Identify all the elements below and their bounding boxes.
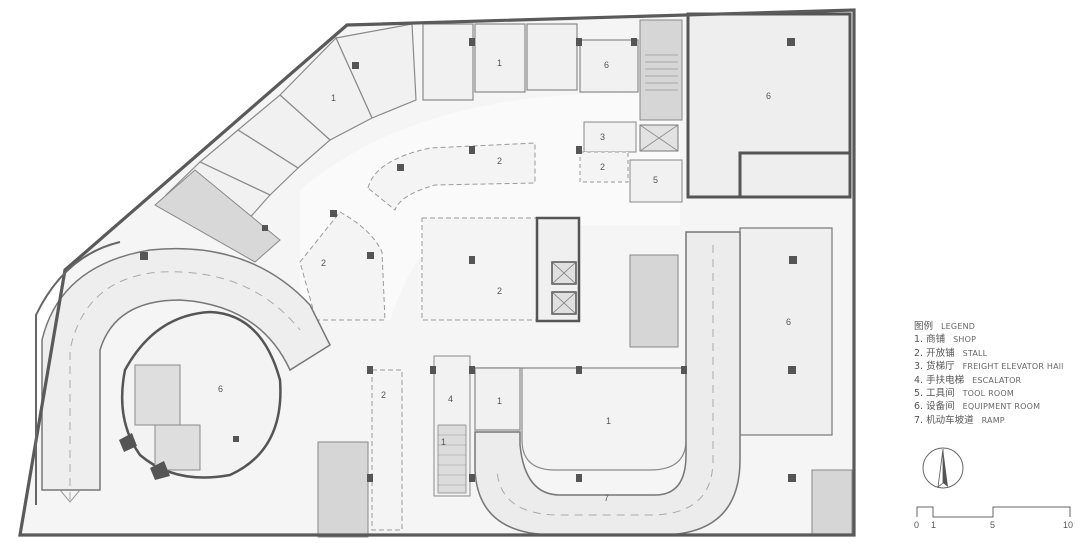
stalls (299, 142, 543, 531)
room-label-stall: 2 (381, 390, 386, 400)
room-label-shop: 1 (497, 58, 502, 68)
legend-title-cn: 图例 (914, 321, 934, 332)
legend-item-cn: 4. 手扶电梯 (914, 374, 965, 386)
room-label-equipment-room: 6 (604, 60, 609, 70)
legend: 图例 LEGEND 1. 商铺 SHOP 2. 开放铺 STALL 3. 货梯厅 FRE… (914, 320, 1064, 427)
legend-item-en: RAMP (981, 415, 1005, 425)
legend-item-cn: 7. 机动车坡道 (914, 414, 974, 426)
legend-item-cn: 6. 设备间 (914, 401, 955, 413)
room-label-freight-elevator-hall: 3 (600, 132, 605, 142)
legend-item-en: ESCALATOR (972, 375, 1022, 385)
room-label-escalator: 4 (448, 394, 453, 404)
room-label-stall: 2 (497, 156, 502, 166)
stair-right (629, 254, 679, 348)
legend-item-en: STALL (962, 348, 988, 358)
legend-item-en: TOOL ROOM (962, 389, 1014, 399)
central-u-shop (475, 367, 687, 471)
room-label-shop: 1 (331, 93, 336, 103)
room-label-equipment-room: 6 (766, 91, 771, 101)
exterior-wall (18, 8, 856, 537)
north-arrow-icon (922, 447, 964, 489)
stair-top (639, 19, 683, 121)
legend-title: 图例 LEGEND (914, 320, 1064, 333)
legend-item-en: SHOP (953, 335, 977, 345)
nw-shops (164, 23, 417, 223)
legend-title-en: LEGEND (941, 322, 976, 331)
legend-item: 1. 商铺 SHOP (914, 333, 1064, 346)
room-label-escalator-sub: 1 (441, 437, 446, 447)
room-label-shop: 1 (497, 396, 502, 406)
legend-item-cn: 5. 工具间 (914, 388, 955, 400)
legend-item-en: FREIGHT ELEVATOR HAll (962, 362, 1064, 372)
legend-item-cn: 1. 商铺 (914, 334, 946, 346)
floor-plan: 1 1 1 1 2 2 2 2 2 3 4 1 5 6 6 6 6 7 (18, 8, 856, 538)
top-shops (422, 23, 639, 101)
ramp-left (41, 247, 331, 491)
tool-room (629, 159, 683, 203)
scale-bar (916, 506, 1071, 518)
nw-stair-core (154, 169, 281, 263)
legend-item: 2. 开放铺 STALL (914, 347, 1064, 360)
legend-item: 3. 货梯厅 FREIGHT ELEVATOR HAll (914, 360, 1064, 373)
room-label-stall: 2 (497, 286, 502, 296)
room-label-stall: 2 (321, 258, 326, 268)
legend-item-cn: 2. 开放铺 (914, 347, 955, 359)
legend-item-cn: 3. 货梯厅 (914, 361, 955, 373)
legend-item: 6. 设备间 EQUIPMENT ROOM (914, 400, 1064, 413)
room-label-stall: 2 (600, 162, 605, 172)
scale-tick-label: 0 (914, 520, 920, 530)
room-label-shop: 1 (606, 416, 611, 426)
stair-bottom-right (811, 469, 853, 536)
stair-bottom-left (317, 441, 369, 538)
scale-tick-label: 10 (1063, 520, 1074, 530)
scale-tick-label: 1 (931, 520, 937, 530)
legend-item: 4. 手扶电梯 ESCALATOR (914, 374, 1064, 387)
equipment-room-right (739, 227, 833, 436)
shop-small-left (474, 367, 521, 431)
room-label-tool-room: 5 (653, 175, 658, 185)
room-label-equipment-room: 6 (786, 317, 791, 327)
equipment-room-top-right (686, 12, 852, 199)
freight-elevator-hall (583, 121, 637, 153)
room-label-ramp: 7 (604, 493, 609, 503)
legend-item: 7. 机动车坡道 RAMP (914, 414, 1064, 427)
scale-tick-label: 5 (990, 520, 996, 530)
room-label-equipment-room: 6 (218, 384, 223, 394)
legend-item-en: EQUIPMENT ROOM (962, 402, 1041, 412)
columns (119, 38, 797, 482)
stall-right-small (579, 151, 629, 183)
legend-item: 5. 工具间 TOOL ROOM (914, 387, 1064, 400)
